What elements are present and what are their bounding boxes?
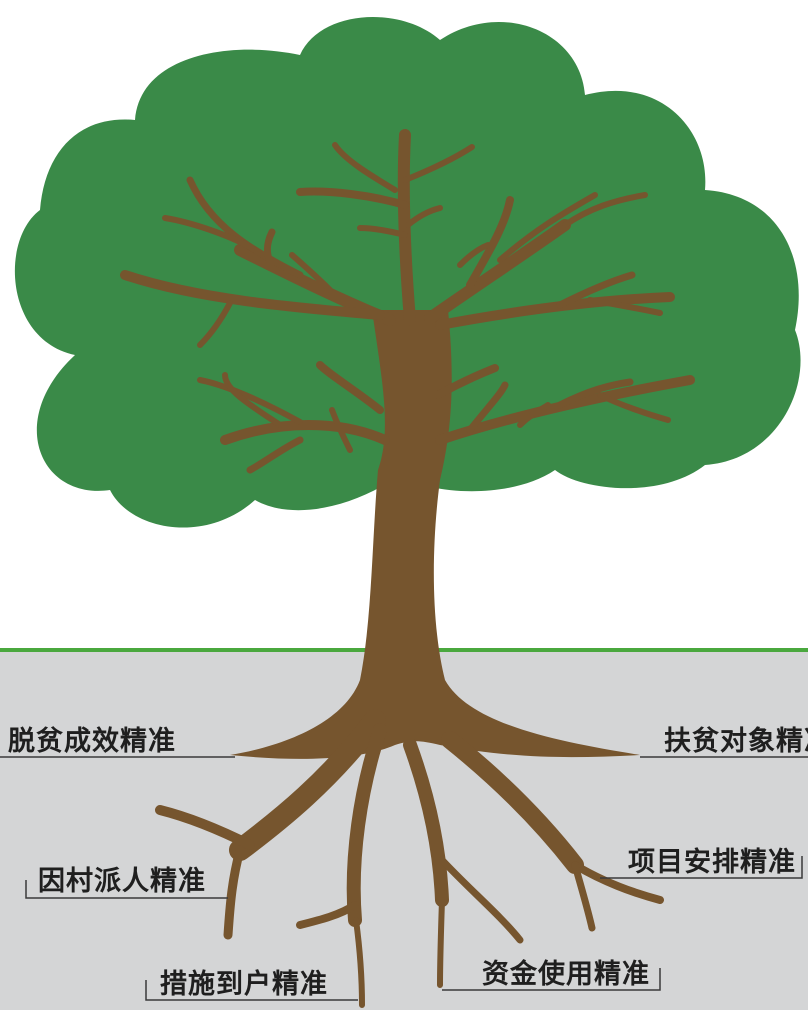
tree-trunk-and-branches (120, 129, 695, 1008)
upper-branches (120, 129, 695, 474)
label-xiangmu-bracket (600, 856, 803, 879)
label-cuoshi-bracket (145, 980, 358, 1001)
label-zijin-bracket (442, 968, 661, 991)
label-yincun-group: 因村派人精准 (25, 866, 228, 899)
label-tuopin: 脱贫成效精准 (8, 725, 176, 757)
label-duixiang: 扶贫对象精准 (664, 725, 808, 757)
label-cuoshi: 措施到户精准 (160, 968, 328, 1000)
tree-roots (155, 709, 664, 1008)
label-xiangmu-group: 项目安排精准 (600, 847, 803, 879)
label-yincun-bracket (25, 880, 228, 899)
label-cuoshi-group: 措施到户精准 (145, 968, 358, 1001)
label-tuopin-group: 脱贫成效精准 (0, 725, 235, 758)
label-xiangmu: 项目安排精准 (628, 847, 796, 878)
label-zijin-group: 资金使用精准 (442, 958, 661, 991)
label-duixiang-group: 扶贫对象精准 (640, 725, 808, 758)
label-zijin: 资金使用精准 (482, 958, 650, 990)
label-yincun: 因村派人精准 (38, 866, 206, 897)
